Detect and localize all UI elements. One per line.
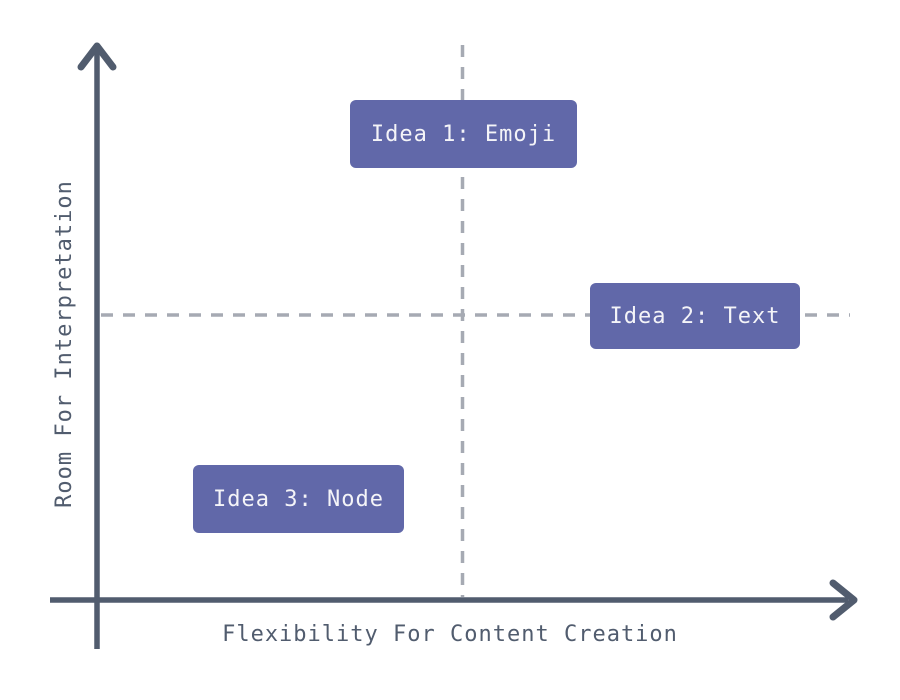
node-idea-2-text: Idea 2: Text [590,283,800,349]
node-label: Idea 3: Node [213,486,384,512]
node-idea-3-node: Idea 3: Node [193,465,404,533]
x-axis-arrowhead-icon [829,579,858,621]
node-idea-1-emoji: Idea 1: Emoji [350,100,577,168]
y-axis-label: Room For Interpretation [52,180,77,508]
node-label: Idea 2: Text [609,303,781,329]
x-axis-label: Flexibility For Content Creation [222,622,678,647]
y-axis-arrowhead-icon [77,42,117,71]
node-label: Idea 1: Emoji [370,121,557,147]
